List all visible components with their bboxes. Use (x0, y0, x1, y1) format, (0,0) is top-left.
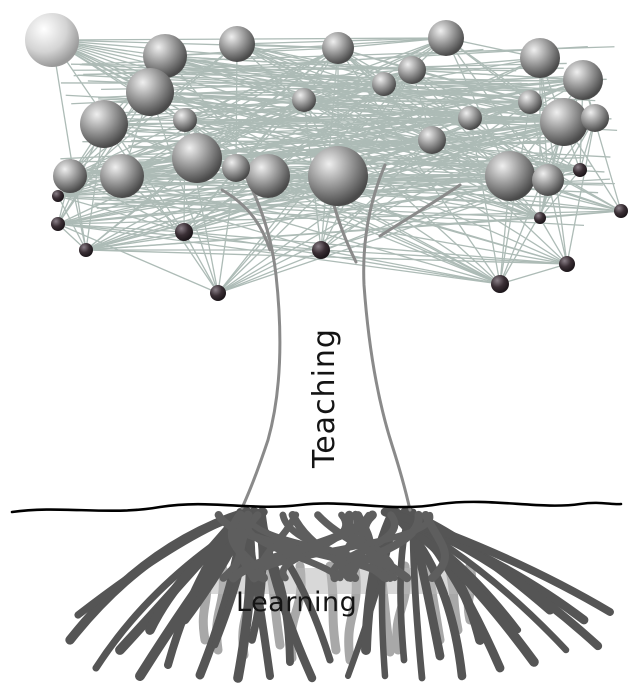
network-node-small (614, 204, 628, 218)
network-node (246, 154, 290, 198)
network-node (540, 98, 588, 146)
network-node-small (534, 212, 546, 224)
network-node (518, 90, 542, 114)
network-node (126, 68, 174, 116)
network-node-small (312, 241, 330, 259)
network-node (25, 13, 79, 67)
network-node-small (79, 243, 93, 257)
network-node (173, 108, 197, 132)
network-node (322, 32, 354, 64)
network-node (581, 104, 609, 132)
network-node (308, 146, 368, 206)
trunk-label: Teaching (307, 328, 342, 469)
network-node-small (491, 275, 509, 293)
network-node (520, 38, 560, 78)
network-node (222, 154, 250, 182)
network-node-small (175, 223, 193, 241)
network-node (53, 159, 87, 193)
network-node (372, 72, 396, 96)
network-node-small (51, 217, 65, 231)
network-node (458, 106, 482, 130)
network-node-small (559, 256, 575, 272)
network-node (532, 164, 564, 196)
ground-line (12, 502, 621, 512)
network-node (398, 56, 426, 84)
network-node-small (573, 163, 587, 177)
network-node (292, 88, 316, 112)
network-node (219, 26, 255, 62)
network-node (485, 151, 535, 201)
network-node (563, 60, 603, 100)
network-node-small (210, 285, 226, 301)
network-node (428, 20, 464, 56)
network-node (100, 154, 144, 198)
network-node (80, 100, 128, 148)
network-node (418, 126, 446, 154)
network-node (172, 133, 222, 183)
network-node-small (52, 190, 64, 202)
roots-label: Learning (236, 587, 357, 618)
